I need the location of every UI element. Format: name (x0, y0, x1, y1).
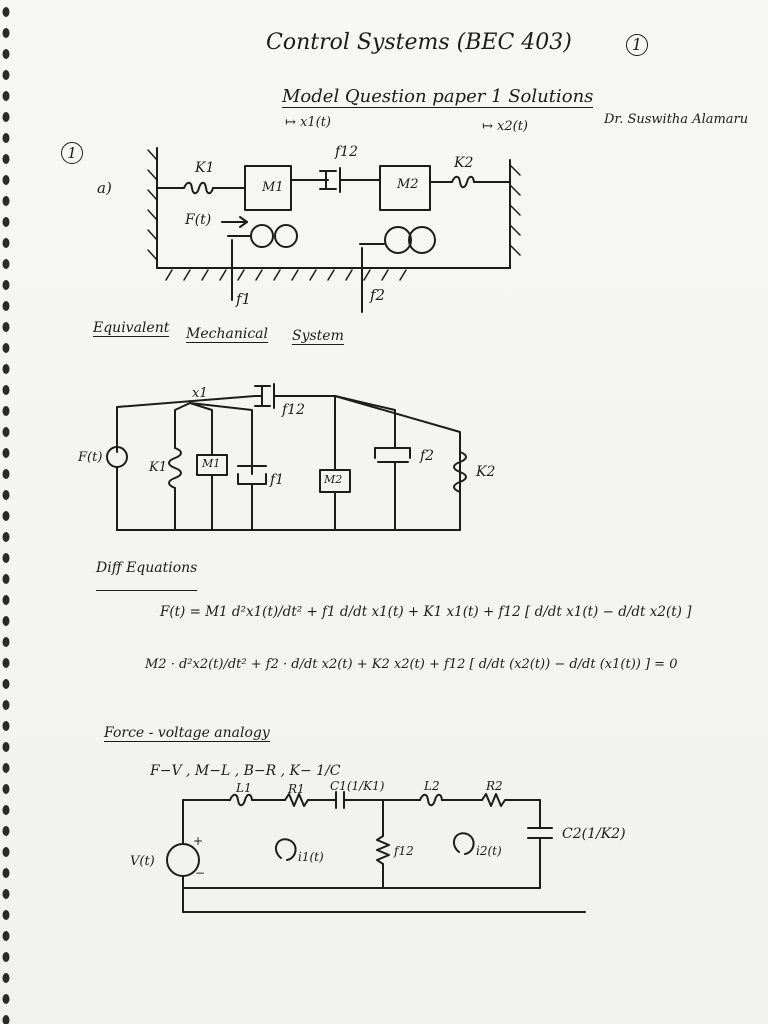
binding-hole (2, 217, 10, 227)
f12-label: f12 (335, 144, 358, 160)
binding-hole (2, 637, 10, 647)
binding-hole (2, 532, 10, 542)
author-name: Dr. Suswitha Alamaru (604, 112, 749, 127)
c-i1-label: i1(t) (298, 850, 324, 864)
eq-f2-label: f2 (420, 448, 435, 464)
binding-hole (2, 280, 10, 290)
c-i2-label: i2(t) (476, 844, 502, 858)
binding-hole (2, 7, 10, 17)
c-plus-sign: + (193, 834, 204, 848)
binding-hole (2, 490, 10, 500)
binding-hole (2, 196, 10, 206)
m2-label: M2 (397, 177, 419, 192)
binding-hole (2, 133, 10, 143)
binding-hole (2, 28, 10, 38)
binding-hole (2, 805, 10, 815)
eq-m2-label: M2 (324, 473, 343, 486)
binding-hole (2, 448, 10, 458)
binding-hole (2, 343, 10, 353)
binding-hole (2, 658, 10, 668)
eq-k1-label: K1 (149, 460, 167, 475)
binding-hole (2, 910, 10, 920)
binding-hole (2, 721, 10, 731)
c-mid-resistor-label: f12 (394, 844, 414, 858)
c-minus-sign: − (195, 866, 206, 880)
binding-hole (2, 469, 10, 479)
page-number: 1 (626, 34, 648, 56)
question-number: 1 (61, 142, 83, 164)
binding-hole (2, 385, 10, 395)
binding-hole (2, 784, 10, 794)
binding-hole (2, 112, 10, 122)
x2-direction-label: ↦ x2(t) (482, 119, 529, 134)
binding-hole (2, 931, 10, 941)
diff-equation-2: M2 · d²x2(t)/dt² + f2 · d/dt x2(t) + K2 … (145, 657, 678, 672)
binding-hole (2, 91, 10, 101)
eq-f12-label: f12 (282, 402, 305, 418)
force-label: F(t) (185, 212, 212, 228)
analogy-mapping: F−V , M−L , B−R , K− 1/C (150, 763, 341, 779)
k1-label: K1 (195, 160, 215, 176)
diff-equations-heading: Diff Equations (96, 560, 198, 591)
binding-hole (2, 574, 10, 584)
binding-hole (2, 406, 10, 416)
binding-hole (2, 364, 10, 374)
binding-hole (2, 994, 10, 1004)
binding-hole (2, 154, 10, 164)
binding-hole (2, 973, 10, 983)
m1-label: M1 (262, 180, 284, 195)
binding-hole (2, 1015, 10, 1024)
eq-source-label: F(t) (78, 450, 103, 465)
eq-node-x1-label: x1 (192, 386, 208, 401)
eq-k2-label: K2 (476, 464, 496, 480)
binding-hole (2, 49, 10, 59)
binding-hole (2, 301, 10, 311)
f1-label: f1 (236, 290, 252, 308)
spiral-binding (2, 7, 10, 1024)
eq-m1-label: M1 (202, 457, 221, 470)
page-title: Control Systems (BEC 403) (266, 30, 572, 55)
binding-hole (2, 175, 10, 185)
binding-hole (2, 826, 10, 836)
binding-hole (2, 595, 10, 605)
binding-hole (2, 553, 10, 563)
binding-hole (2, 742, 10, 752)
c-source-label: V(t) (130, 854, 155, 869)
binding-hole (2, 259, 10, 269)
k2-label: K2 (454, 155, 474, 171)
f2-label: f2 (370, 286, 386, 304)
question-part: a) (97, 179, 112, 197)
binding-hole (2, 322, 10, 332)
binding-hole (2, 952, 10, 962)
diff-equation-1: F(t) = M1 d²x1(t)/dt² + f1 d/dt x1(t) + … (160, 604, 692, 620)
binding-hole (2, 679, 10, 689)
binding-hole (2, 763, 10, 773)
analogy-heading: Force - voltage analogy (104, 725, 270, 742)
page-subtitle: Model Question paper 1 Solutions (282, 86, 594, 108)
binding-hole (2, 868, 10, 878)
c-r2-label: R2 (486, 779, 503, 793)
equivalent-heading-3: System (292, 328, 344, 345)
binding-hole (2, 847, 10, 857)
binding-hole (2, 700, 10, 710)
binding-hole (2, 511, 10, 521)
c-l2-label: L2 (424, 779, 440, 793)
c-c2-label: C2(1/K2) (562, 826, 626, 842)
equivalent-heading-2: Mechanical (186, 326, 268, 343)
binding-hole (2, 889, 10, 899)
eq-f1-label: f1 (270, 472, 285, 488)
x1-direction-label: ↦ x1(t) (285, 115, 332, 130)
binding-hole (2, 616, 10, 626)
binding-hole (2, 427, 10, 437)
c-l1-label: L1 (236, 781, 252, 795)
binding-hole (2, 70, 10, 80)
equivalent-heading-1: Equivalent (93, 320, 170, 337)
binding-hole (2, 238, 10, 248)
c-c1-label: C1(1/K1) (330, 779, 385, 793)
c-r1-label: R1 (288, 782, 305, 796)
